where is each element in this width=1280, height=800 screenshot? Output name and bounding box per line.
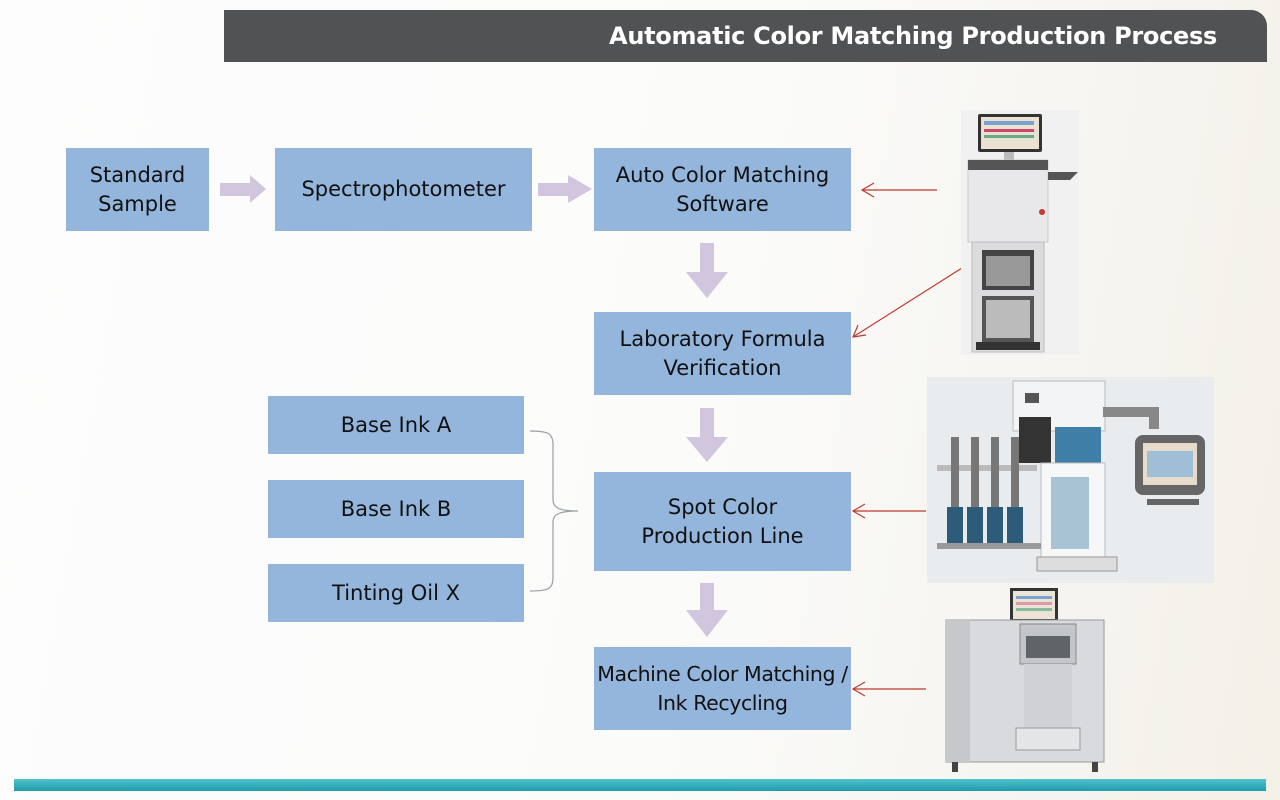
input-box-base-ink-a: Base Ink A <box>268 396 524 454</box>
input-label: Base Ink B <box>340 496 452 521</box>
flow-arrow-down-1 <box>686 243 728 298</box>
input-bracket <box>529 430 579 592</box>
pointer-arrow-production <box>851 503 926 519</box>
flow-arrow-right-2 <box>538 175 592 203</box>
input-box-tinting-oil: Tinting Oil X <box>268 564 524 622</box>
input-box-base-ink-b: Base Ink B <box>268 480 524 538</box>
lab-verification-label: Laboratory Formula Verification <box>619 326 826 380</box>
standard-sample-label: Standard Sample <box>89 162 186 216</box>
auto-software-box: Auto Color Matching Software <box>594 148 851 231</box>
recycling-machine-image <box>945 588 1105 772</box>
pointer-arrow-software <box>860 182 937 198</box>
machine-matching-label: Machine Color Matching / Ink Recycling <box>597 661 848 715</box>
auto-software-label: Auto Color Matching Software <box>615 162 830 216</box>
flow-arrow-right-1 <box>220 175 266 203</box>
input-label: Tinting Oil X <box>332 580 460 605</box>
title-bar: Automatic Color Matching Production Proc… <box>224 10 1267 62</box>
input-label: Base Ink A <box>340 412 452 437</box>
spectrophotometer-box: Spectrophotometer <box>275 148 532 231</box>
spot-color-line-box: Spot Color Production Line <box>594 472 851 571</box>
pointer-arrow-verification <box>852 267 963 338</box>
machine-matching-box: Machine Color Matching / Ink Recycling <box>594 647 851 730</box>
bottom-accent-bar <box>14 779 1266 791</box>
lab-machine-image <box>961 110 1079 355</box>
page-title: Automatic Color Matching Production Proc… <box>609 22 1217 50</box>
flow-arrow-down-2 <box>686 408 728 462</box>
lab-verification-box: Laboratory Formula Verification <box>594 312 851 395</box>
flow-arrow-down-3 <box>686 583 728 637</box>
standard-sample-box: Standard Sample <box>66 148 209 231</box>
pointer-arrow-recycling <box>851 681 926 697</box>
production-machine-image <box>927 377 1214 583</box>
spectrophotometer-label: Spectrophotometer <box>301 177 506 201</box>
spot-color-line-label: Spot Color Production Line <box>641 494 804 548</box>
